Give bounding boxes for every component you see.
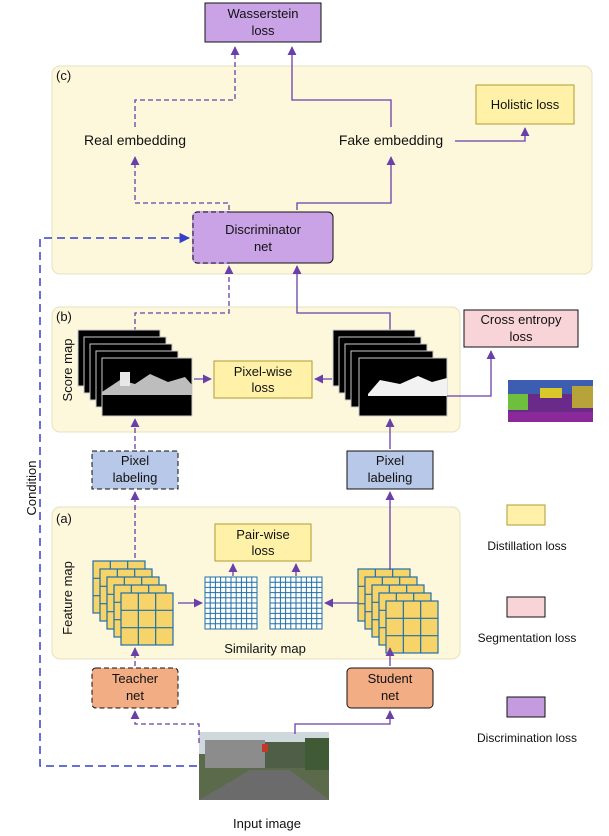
pairwise-loss-box	[214, 523, 312, 562]
holistic-loss-label: Holistic loss	[491, 97, 560, 112]
input-image-label: Input image	[233, 816, 301, 831]
cross-entropy-label-2: loss	[509, 329, 533, 344]
score-map-stack-teacher	[77, 329, 193, 417]
feature-map-label: Feature map	[60, 561, 75, 635]
student-net-label-1: Student	[368, 671, 413, 686]
arrow-score-real-to-disc	[134, 265, 234, 340]
pixel-labeling-student-label-1: Pixel	[376, 453, 404, 468]
pixel-labeling-student-label-2: labeling	[368, 470, 413, 485]
panel-a-label: (a)	[56, 511, 72, 526]
legend-label-2: Discrimination loss	[477, 731, 577, 745]
arrow-score-fake-to-disc	[292, 265, 391, 340]
feature-map-stack-teacher	[92, 560, 174, 646]
arrow-disc-to-real	[130, 156, 230, 210]
pairwise-label-1: Pair-wise	[236, 527, 289, 542]
arrow-fake-to-holistic	[455, 127, 530, 142]
holistic-loss-box	[475, 84, 575, 125]
similarity-map-student	[269, 576, 323, 630]
discriminator-label-1: Discriminator	[225, 222, 302, 237]
arrow-input-to-student	[294, 710, 395, 734]
pixel-labeling-student-box	[346, 450, 434, 490]
discriminator-dashed-edge	[192, 211, 232, 264]
arrow-fake-to-wasserstein	[287, 46, 392, 127]
cross-entropy-box	[463, 309, 579, 348]
panel-c-label: (c)	[56, 68, 71, 83]
real-embedding-label: Real embedding	[84, 132, 186, 148]
legend-swatch-0	[506, 504, 546, 526]
legend-label-0: Distillation loss	[487, 539, 566, 553]
arrow-real-to-wasserstein	[134, 46, 240, 127]
teacher-net-label-1: Teacher	[112, 671, 159, 686]
pixelwise-label-2: loss	[251, 380, 275, 395]
score-map-stack-student	[332, 329, 448, 417]
pixel-labeling-teacher-box	[91, 450, 179, 490]
fake-embedding-label: Fake embedding	[339, 132, 443, 148]
pixelwise-loss-box	[213, 360, 313, 399]
arrow-disc-to-fake	[296, 156, 396, 210]
pixel-labeling-teacher-label-2: labeling	[113, 470, 158, 485]
wasserstein-label-1: Wasserstein	[227, 6, 298, 21]
panel-c	[51, 65, 593, 275]
discriminator-net-box	[192, 211, 334, 264]
pairwise-label-2: loss	[251, 543, 275, 558]
cross-entropy-label-1: Cross entropy	[481, 312, 562, 327]
teacher-net-box	[91, 667, 179, 709]
teacher-net-label-2: net	[126, 688, 144, 703]
wasserstein-loss-box	[204, 2, 322, 43]
feature-map-stack-student	[357, 568, 439, 654]
pixel-labeling-teacher-label-1: Pixel	[121, 453, 149, 468]
panel-b-label: (b)	[56, 309, 72, 324]
input-image	[199, 732, 329, 800]
student-net-box	[346, 667, 434, 709]
legend-swatch-1	[506, 596, 546, 618]
arrow-score-to-cross-entropy	[447, 350, 496, 397]
condition-label: Condition	[24, 461, 39, 516]
score-map-label: Score map	[60, 339, 75, 402]
pixelwise-label-1: Pixel-wise	[234, 364, 293, 379]
student-net-label-2: net	[381, 688, 399, 703]
legend-swatch-2	[506, 696, 546, 718]
condition-arrow	[39, 232, 197, 767]
segmentation-label-image	[508, 380, 593, 422]
legend-label-1: Segmentation loss	[478, 631, 577, 645]
wasserstein-label-2: loss	[251, 23, 275, 38]
discriminator-label-2: net	[254, 239, 272, 254]
arrow-input-to-teacher	[130, 710, 200, 743]
similarity-map-teacher	[204, 576, 258, 630]
similarity-map-label: Similarity map	[224, 641, 306, 656]
